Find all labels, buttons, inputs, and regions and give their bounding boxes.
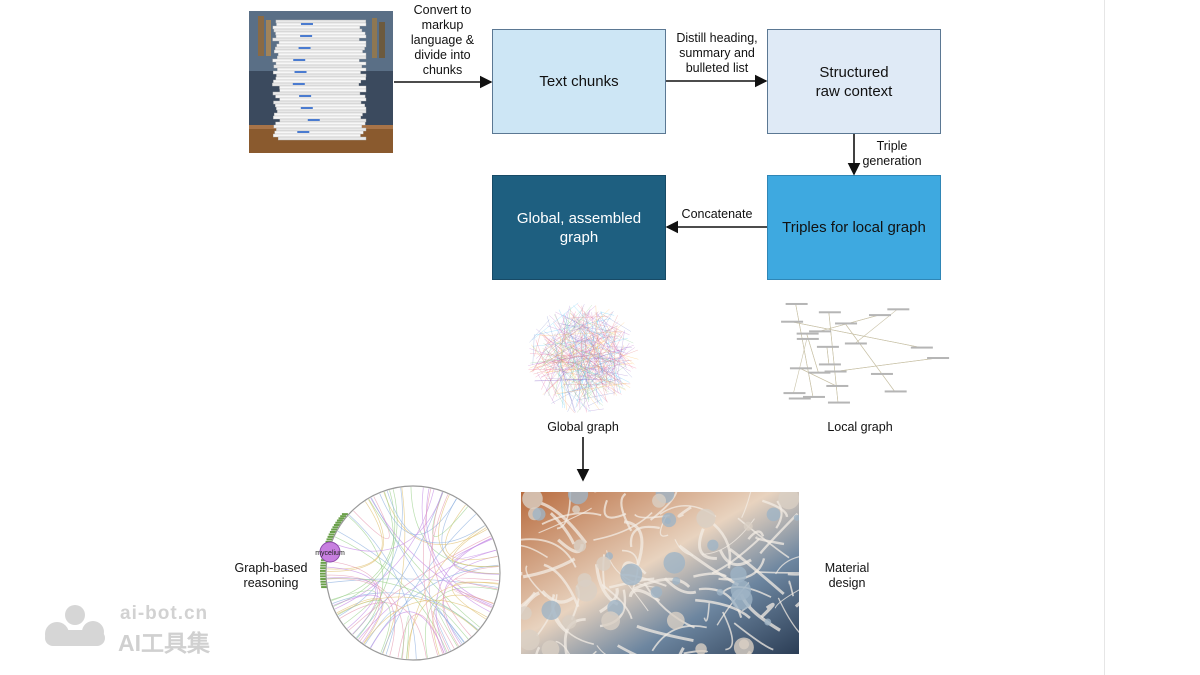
mycelium-node-label: mycelium — [315, 550, 345, 557]
local-graph-caption: Local graph — [827, 420, 893, 434]
node-global-label-2: graph — [559, 228, 599, 246]
watermark-url: ai-bot.cn — [120, 603, 209, 624]
node-text-chunks: Text chunks — [492, 29, 666, 134]
watermark-name: AI工具集 — [118, 630, 210, 656]
node-triples: Triples for local graph — [767, 175, 941, 280]
edge-distill-label: Distill heading, summary and bulleted li… — [676, 31, 758, 75]
page-divider — [1104, 0, 1105, 675]
node-global-graph: Global, assembled graph — [492, 175, 666, 280]
material-design-caption: Material design — [824, 561, 870, 590]
node-triples-label: Triples for local graph — [782, 219, 926, 236]
node-structured-label-2: raw context — [815, 82, 893, 100]
graph-reasoning-caption: Graph-based reasoning — [234, 561, 308, 590]
edge-concatenate-label: Concatenate — [681, 207, 753, 221]
edge-convert-label: Convert to markup language & divide into… — [410, 3, 475, 77]
node-structured-context: Structured raw context — [767, 29, 941, 134]
global-graph-caption: Global graph — [547, 420, 619, 434]
node-global-label-1: Global, assembled — [516, 209, 642, 227]
mycelium-node — [319, 541, 341, 563]
node-structured-label-1: Structured — [819, 63, 889, 81]
edge-triple-generation-label: Triple generation — [862, 139, 922, 168]
node-text-chunks-label: Text chunks — [539, 73, 619, 90]
